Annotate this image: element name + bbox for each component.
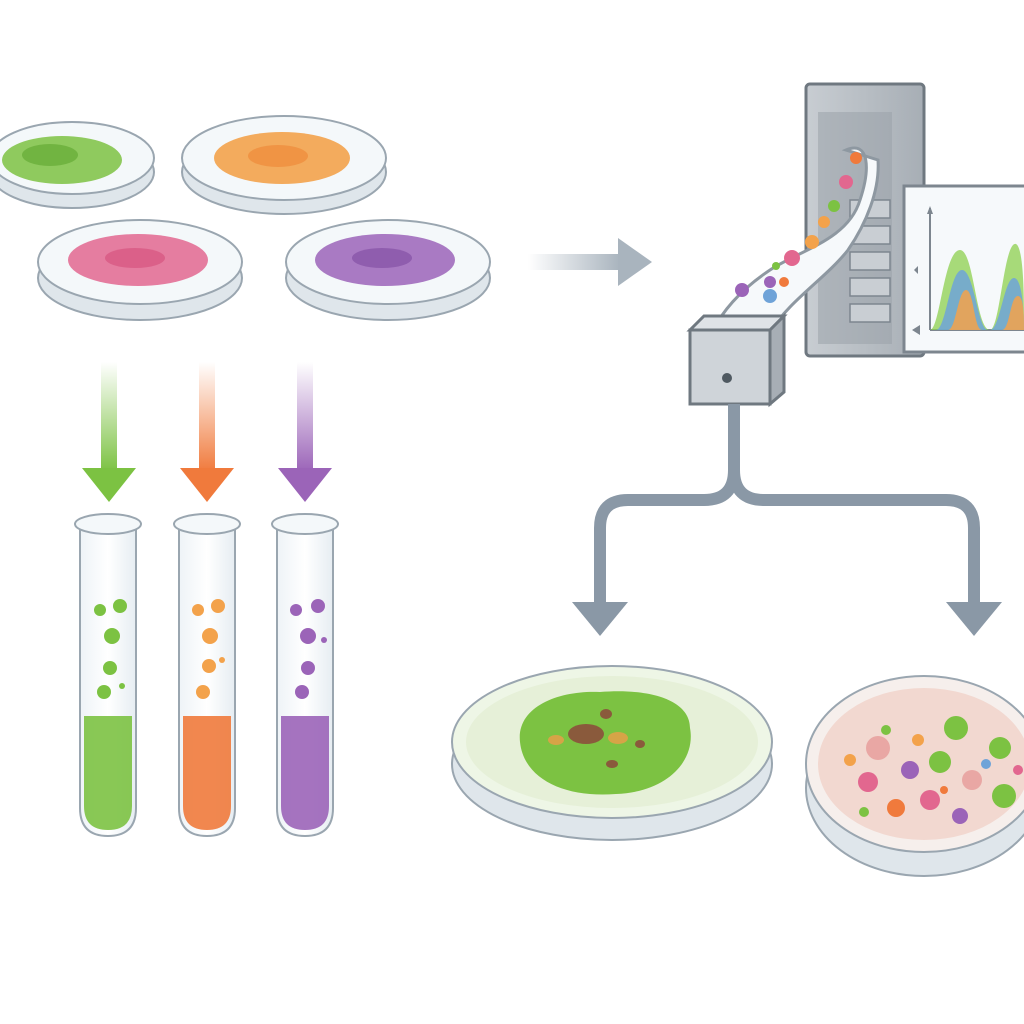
down-arrow-purple [278, 362, 332, 502]
test-tube-orange [173, 513, 241, 838]
single-colony-dish-icon [451, 665, 773, 841]
flow-arrow-right [528, 238, 652, 286]
down-arrow-green [82, 362, 136, 502]
test-tube-green [74, 513, 142, 838]
test-tube-purple [271, 513, 339, 838]
sorter-nozzle [686, 312, 788, 408]
culture-dish-orange [181, 115, 387, 215]
culture-dish-purple [285, 219, 491, 321]
histogram-monitor-icon [902, 184, 1024, 354]
mixed-cells-dish-icon [805, 675, 1024, 877]
culture-dish-green [0, 121, 155, 209]
branch-arrows [572, 404, 1002, 636]
culture-dish-pink [37, 219, 243, 321]
flow-channel [709, 146, 880, 334]
down-arrow-orange [180, 362, 234, 502]
